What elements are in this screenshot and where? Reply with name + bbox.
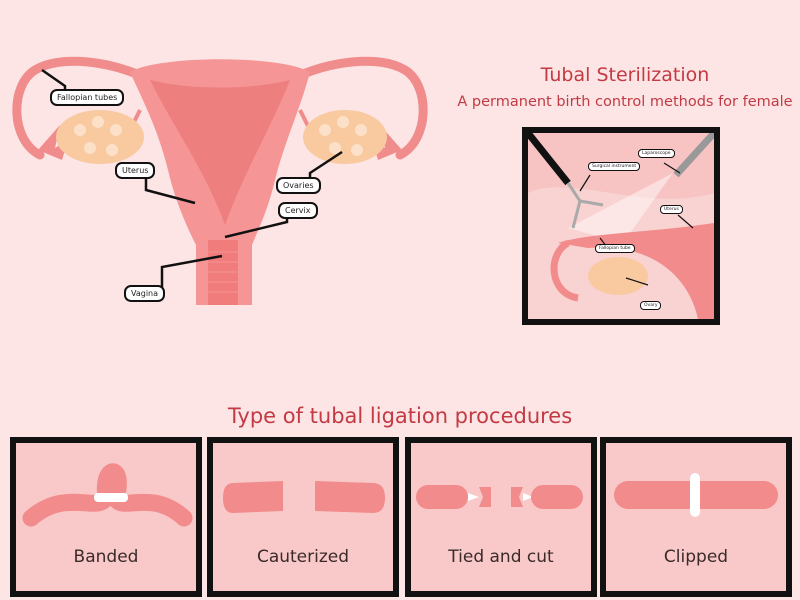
label-fallopian-tubes: Fallopian tubes	[50, 89, 125, 106]
label-cervix: Cervix	[278, 202, 318, 219]
uterine-cavity	[150, 80, 290, 225]
procedure-tied-and-cut: Tied and cut	[405, 437, 597, 597]
page-subtitle: A permanent birth control methods for fe…	[457, 94, 793, 110]
laparoscopy-inset: Surgical instrument Laparoscope Uterus F…	[522, 127, 720, 325]
procedures-title: Type of tubal ligation procedures	[227, 404, 573, 428]
laparoscope	[673, 133, 714, 178]
inset-label-uterus: Uterus	[660, 205, 683, 214]
label-uterus: Uterus	[115, 162, 156, 179]
clip-icon	[690, 473, 700, 517]
band-icon	[94, 493, 128, 502]
procedure-clipped: Clipped	[600, 437, 792, 597]
inset-label-fallopian-tube: Fallopian tube	[595, 244, 635, 253]
procedure-label: Cauterized	[256, 547, 350, 567]
right-ovary	[303, 110, 387, 164]
procedure-label: Tied and cut	[448, 547, 554, 567]
procedure-label: Clipped	[663, 547, 729, 567]
procedure-label: Banded	[73, 547, 139, 567]
inset-ovary	[588, 257, 648, 295]
procedure-banded: Banded	[10, 437, 202, 597]
procedure-cauterized: Cauterized	[207, 437, 399, 597]
inset-label-ovary: Ovary	[640, 301, 662, 310]
label-ovaries: Ovaries	[276, 177, 321, 194]
surgical-instrument	[528, 133, 571, 186]
page-title: Tubal Sterilization	[540, 64, 710, 86]
inset-label-laparoscope: Laparoscope	[638, 149, 675, 158]
light-beam	[568, 173, 673, 243]
right-fallopian-tube	[285, 56, 428, 160]
label-vagina: Vagina	[124, 285, 166, 302]
inset-label-surgical-instrument: Surgical instrument	[588, 162, 641, 171]
reproductive-anatomy-diagram	[12, 56, 428, 305]
left-ovary	[56, 110, 144, 164]
left-fallopian-tube	[12, 56, 155, 160]
